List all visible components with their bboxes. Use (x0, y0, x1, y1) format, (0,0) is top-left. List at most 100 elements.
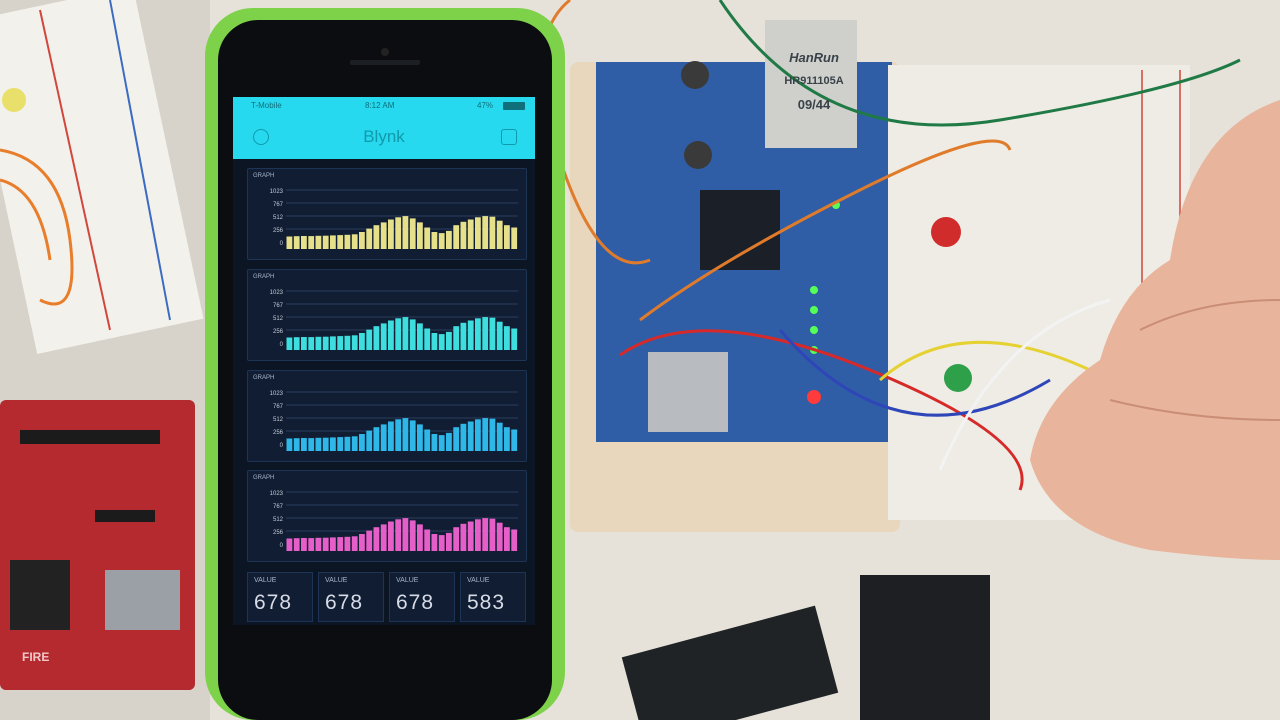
stop-icon[interactable] (501, 129, 517, 145)
jack-brand: HanRun (789, 50, 839, 65)
time-text: 8:12 AM (365, 101, 395, 110)
graph-bar (417, 524, 423, 551)
graph-bar (315, 336, 322, 350)
tick-label: 767 (272, 504, 283, 510)
tick-label: 767 (272, 404, 283, 410)
value-widget-4[interactable]: VALUE 583 (460, 572, 526, 622)
graph-bar (395, 217, 402, 249)
graph-bar (380, 323, 387, 350)
graph-label: GRAPH (253, 475, 275, 481)
graph-bar (388, 219, 394, 249)
graph-bar (395, 519, 402, 551)
graph-bar (301, 337, 307, 350)
graph-bar (308, 337, 315, 350)
graph-bar (460, 423, 467, 451)
battery-icon (503, 102, 525, 110)
graph-bar (424, 227, 431, 249)
tick-label: 0 (279, 342, 283, 348)
graph-bar (431, 434, 438, 451)
value-widget-2[interactable]: VALUE 678 (318, 572, 384, 622)
graph-bar (301, 236, 307, 249)
graph-bar (431, 333, 438, 350)
graph-bar (446, 331, 452, 350)
app-header: Blynk (233, 115, 535, 159)
graph-bar (351, 335, 358, 350)
red-microcontroller-board (0, 400, 195, 690)
graph-label: GRAPH (253, 375, 275, 381)
jumper-wires (540, 0, 1241, 491)
graph-bar (308, 538, 315, 551)
graph-bar (475, 318, 481, 350)
graph-bar (344, 335, 351, 350)
graph-bar (511, 227, 518, 249)
graph-bar (417, 323, 423, 350)
battery-text: 47% (477, 101, 494, 110)
graph-bar (395, 318, 402, 350)
graph-plot (286, 391, 518, 451)
graph-bar (344, 536, 351, 551)
graph-bar (395, 419, 402, 451)
tick-label: 512 (272, 517, 283, 523)
graph-bar (315, 537, 322, 551)
graph-bar (504, 326, 510, 350)
tick-label: 256 (272, 430, 283, 436)
graph-bar (322, 336, 329, 350)
jack-code: 09/44 (797, 97, 831, 112)
value-widget-1[interactable]: VALUE 678 (247, 572, 313, 622)
graph-bar (322, 235, 329, 249)
graph-bar (293, 236, 300, 249)
tick-label: 256 (272, 228, 283, 234)
graph-bar (337, 235, 344, 249)
graph-bar (438, 535, 445, 551)
graph-bar (330, 336, 336, 350)
graph-bar (402, 216, 409, 249)
tick-label: 1023 (269, 290, 283, 296)
value-label: VALUE (396, 577, 419, 584)
graph-bar (504, 225, 510, 249)
tick-label: 0 (279, 241, 283, 247)
tick-label: 1023 (269, 189, 283, 195)
graph-bar (359, 434, 365, 451)
value-label: VALUE (325, 577, 348, 584)
graph-bar (359, 333, 365, 350)
graph-bar (417, 424, 423, 451)
graph-bar (293, 337, 300, 350)
graph-bar (286, 438, 293, 451)
tick-label: 512 (272, 417, 283, 423)
green-led (944, 364, 972, 392)
back-icon[interactable] (253, 129, 269, 145)
graph-bar (453, 427, 460, 451)
graph-bar (424, 429, 431, 451)
graph-bar (330, 235, 336, 249)
graph-bar (351, 436, 358, 451)
graph-bar (511, 328, 518, 350)
graph-bar (511, 429, 518, 451)
graph-bar (504, 527, 510, 551)
graph-bar (359, 232, 365, 249)
graph-bar (438, 435, 445, 451)
graph-bar (366, 329, 373, 350)
graph-bar (489, 317, 496, 350)
value-widget-3[interactable]: VALUE 678 (389, 572, 455, 622)
graph-bar (446, 432, 452, 451)
value-number: 583 (467, 591, 506, 614)
graph-bar (438, 233, 445, 249)
graph-bar (467, 421, 474, 451)
value-number: 678 (325, 591, 364, 614)
hand (1030, 100, 1280, 560)
graph-bar (402, 317, 409, 350)
value-number: 678 (254, 591, 293, 614)
tick-label: 256 (272, 329, 283, 335)
graph-bar (460, 221, 467, 249)
tick-label: 0 (279, 443, 283, 449)
graph-bar (380, 524, 387, 551)
graph-bar (293, 538, 300, 551)
graph-bar (496, 321, 503, 350)
